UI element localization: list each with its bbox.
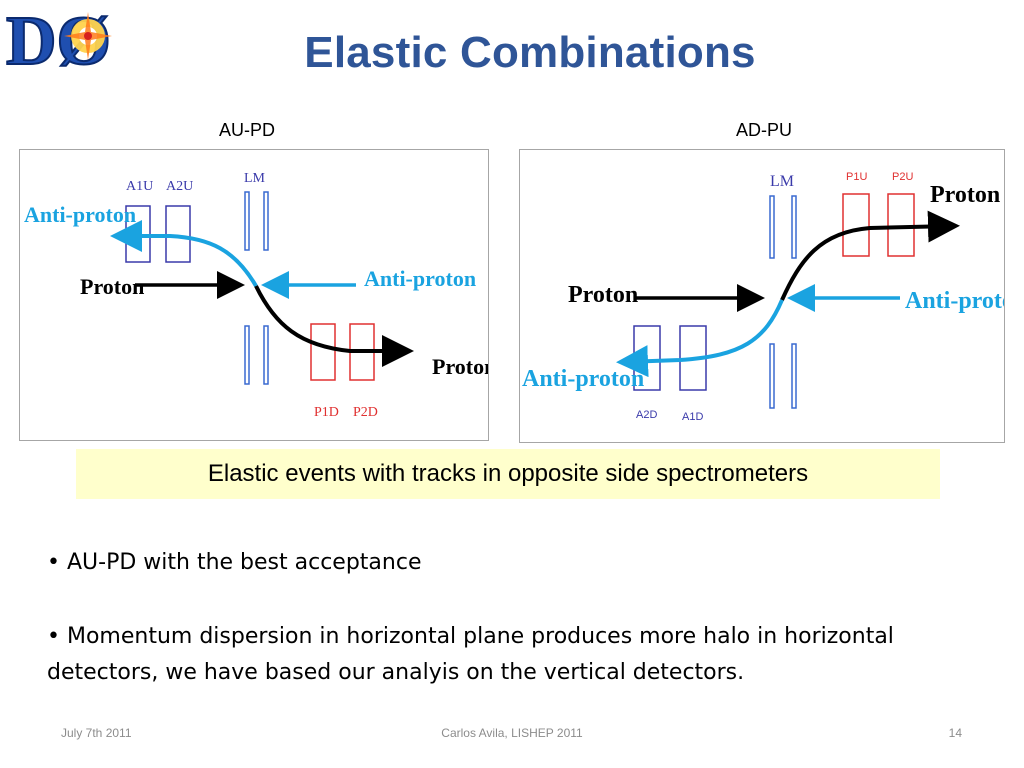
a2u-label: A2U — [166, 179, 193, 194]
lm-lower-2 — [791, 343, 797, 409]
lm-lower-1 — [769, 343, 775, 409]
bullet-item: • Momentum dispersion in horizontal plan… — [47, 624, 894, 685]
antiproton-in-label: Anti-proton — [905, 288, 1004, 314]
right-panel-heading: AD-PU — [735, 120, 792, 140]
a1u-label: A1U — [126, 179, 153, 194]
footer-date: July 7th 2011 — [61, 726, 132, 740]
caption-box: Elastic events with tracks in opposite s… — [76, 449, 940, 499]
d0-logo: DØ — [2, 2, 130, 81]
left-panel-heading: AU-PD — [218, 120, 275, 140]
d0-logo-graphic: DØ — [5, 2, 112, 81]
lm-lower-2 — [263, 325, 269, 385]
p2u-detector — [887, 193, 915, 257]
antiproton-out-label: Anti-proton — [24, 202, 136, 227]
proton-out-label: Proton — [432, 354, 488, 379]
proton-outgoing-track — [254, 285, 414, 367]
lm-lower-1 — [244, 325, 250, 385]
proton-in-label: Proton — [80, 274, 144, 299]
footer-author: Carlos Avila, LISHEP 2011 — [441, 726, 583, 740]
p2d-label: P2D — [353, 405, 378, 420]
proton-out-label: Proton — [930, 182, 1000, 208]
lm-upper-1 — [244, 191, 250, 251]
lm-upper-2 — [263, 191, 269, 251]
lm-label: LM — [244, 171, 266, 186]
p2u-label: P2U — [892, 171, 913, 183]
antiproton-out-label: Anti-proton — [522, 366, 644, 392]
lm-label: LM — [770, 173, 794, 190]
bullet-text: AU-PD with the best acceptance — [66, 550, 422, 575]
antiproton-outgoing-track — [616, 299, 784, 378]
a1d-label: A1D — [682, 411, 703, 423]
bullet-list: • AU-PD with the best acceptance • Momen… — [47, 545, 1007, 691]
lm-upper-1 — [769, 195, 775, 259]
proton-in-label: Proton — [568, 282, 638, 308]
antiproton-outgoing-track — [110, 220, 258, 288]
p1d-detector — [310, 323, 336, 381]
au-pd-diagram: A1U A2U LM P1D P2D Anti-proton Proton An… — [19, 149, 489, 441]
lm-upper-2 — [791, 195, 797, 259]
p1d-label: P1D — [314, 405, 339, 420]
bullet-item: • AU-PD with the best acceptance — [47, 550, 422, 575]
footer-page-number: 14 — [948, 726, 962, 740]
p1u-label: P1U — [846, 171, 867, 183]
p1u-detector — [842, 193, 870, 257]
ad-pu-diagram: LM P1U P2U A2D A1D Proton Proton Anti-pr… — [519, 149, 1005, 443]
antiproton-in-label: Anti-proton — [364, 266, 476, 291]
bullet-text: Momentum dispersion in horizontal plane … — [47, 624, 894, 685]
slide-title: Elastic Combinations — [304, 28, 756, 77]
a2d-label: A2D — [636, 409, 657, 421]
